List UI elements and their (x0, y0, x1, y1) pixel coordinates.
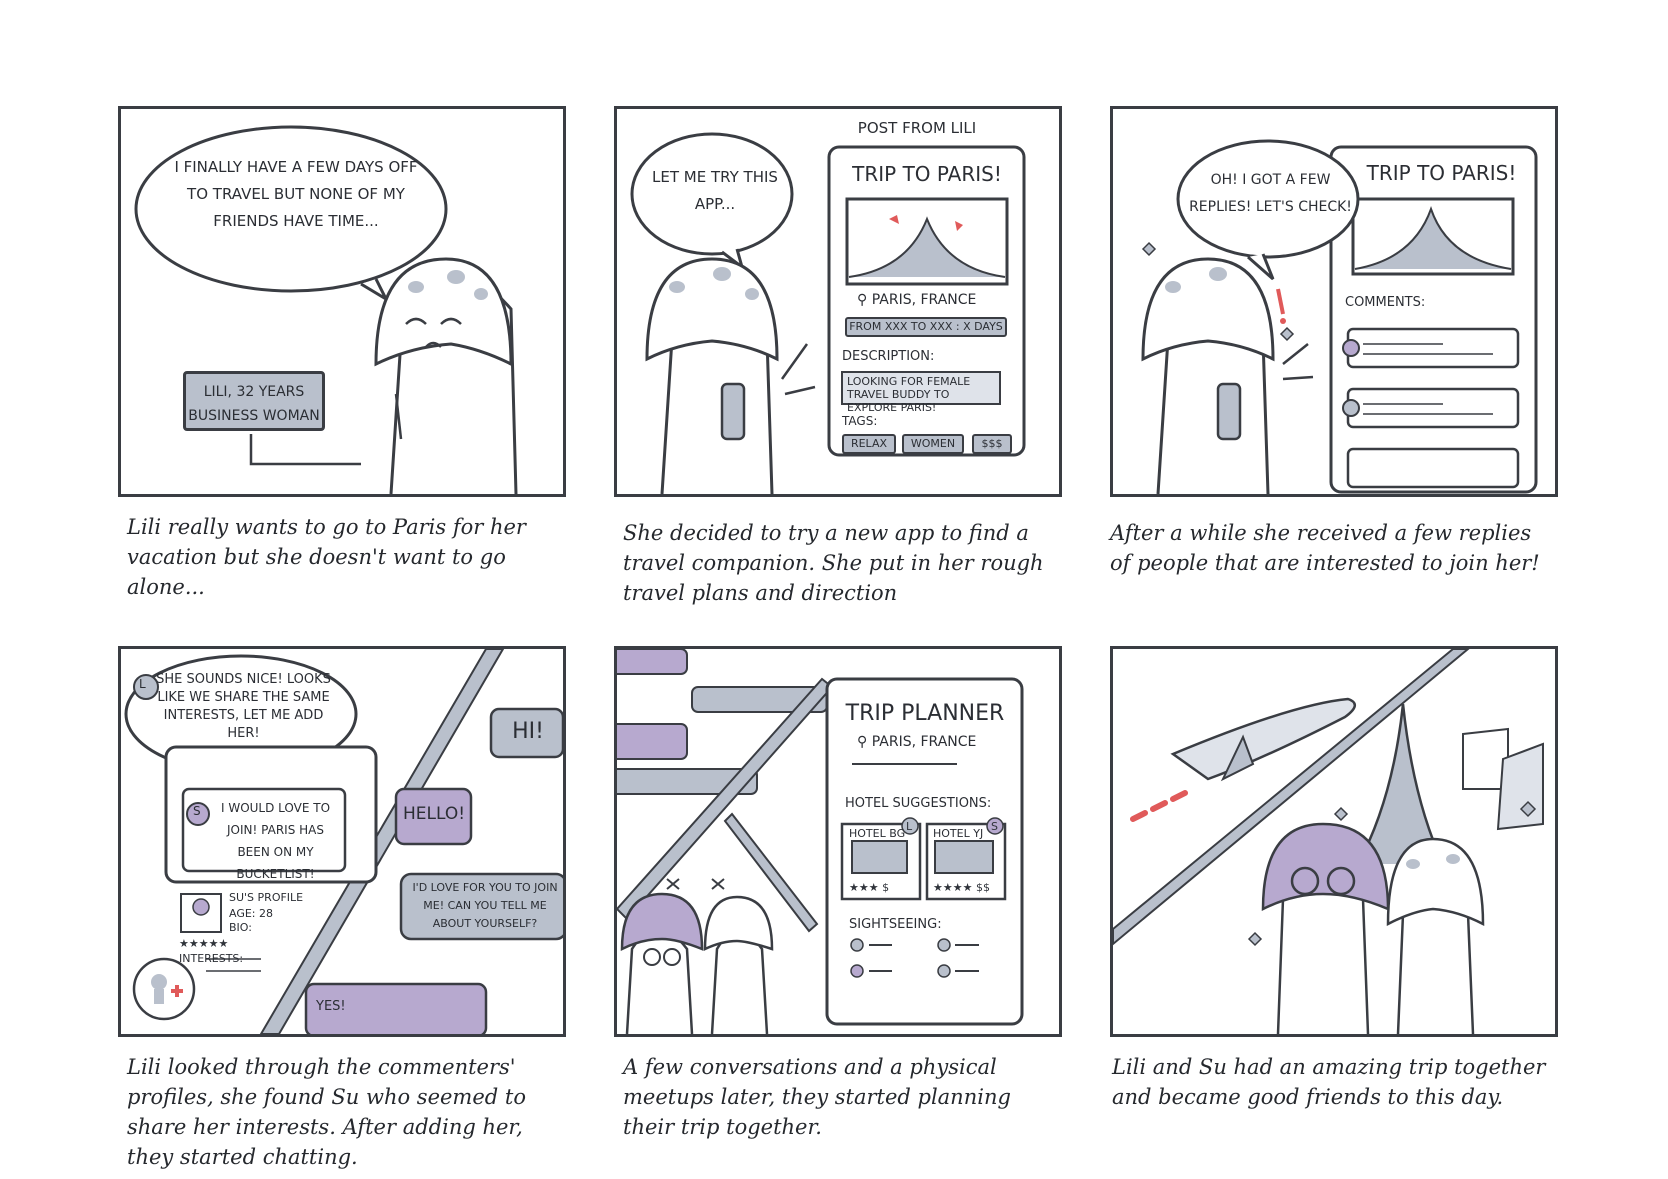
profile-title: Su's profile (229, 891, 304, 904)
panel-6 (1110, 646, 1558, 1037)
interests-label: Interests: (179, 952, 244, 965)
speech-bubble: I finally have a few days off to travel … (174, 158, 418, 230)
caption-5: A few conversations and a physical meetu… (623, 1055, 1011, 1139)
panel-5-drawing (617, 649, 1024, 1034)
caption-4: Lili looked through the commenters' prof… (127, 1055, 526, 1169)
caption-1: Lili really wants to go to Paris for her… (127, 515, 526, 599)
post-header: Post from Lili (857, 119, 977, 137)
chat-message-hi: Hi! (512, 719, 544, 744)
panel-4: She sounds nice! Looks like we share the… (118, 646, 566, 1037)
comment-text: I would love to join! Paris has been on … (220, 801, 331, 881)
hotel-rating-bg: ★★★ $ (849, 881, 890, 894)
panel-3: Oh! I got a few replies! Let's check! Tr… (1110, 106, 1558, 497)
panel-6-drawing (1113, 649, 1544, 1034)
sightseeing-label: Sightseeing: (849, 917, 942, 932)
hotel-name-yj: Hotel YJ (933, 827, 984, 840)
panel-1: I finally have a few days off to travel … (118, 106, 566, 497)
hotel-badge-s: S (991, 820, 998, 833)
planner-title: Trip Planner (845, 701, 1005, 726)
speech-bubble: Let me try this app... (652, 168, 778, 213)
location-text: Paris, France (871, 292, 977, 308)
dates-field: From xxx to xxx : x days (845, 317, 1007, 337)
profile-age: Age: 28 (229, 907, 274, 920)
tag-relax: Relax (842, 434, 896, 454)
map-pin-icon: ⚲ (857, 734, 872, 750)
tag-women: Women (902, 434, 964, 454)
chat-message-join: I'd love for you to join me! Can you tel… (412, 881, 558, 930)
bubble-avatar-l: L (139, 677, 146, 691)
location: ⚲ Paris, France (857, 292, 976, 308)
description-field: Looking for female travel buddy to explo… (841, 371, 1001, 414)
panel-2: Let me try this app... Post from Lili Tr… (614, 106, 1062, 497)
panel-5: Trip Planner ⚲ Paris, France Hotel sugge… (614, 646, 1062, 1037)
map-pin-icon: ⚲ (857, 292, 872, 308)
caption-3: After a while she received a few replies… (1110, 521, 1540, 575)
post-title: Trip to Paris! (852, 162, 1002, 186)
panel-3-drawing (1141, 139, 1538, 494)
comments-label: Comments: (1345, 295, 1426, 310)
chat-message-yes: Yes! (316, 999, 346, 1014)
description-label: Description: (842, 349, 935, 364)
post-title: Trip to Paris! (1366, 161, 1517, 185)
hotel-rating-yj: ★★★★ $$ (933, 881, 990, 894)
panel-4-drawing (124, 649, 563, 1034)
comment-avatar-s: S (193, 804, 201, 818)
tag-price: $$$ (972, 434, 1012, 454)
speech-bubble: Oh! I got a few replies! Let's check! (1189, 172, 1352, 215)
location: ⚲ Paris, France (857, 734, 976, 750)
caption-6: Lili and Su had an amazing trip together… (1112, 1055, 1546, 1109)
character-label: Lili, 32 years Business Woman (183, 371, 325, 431)
panel-1-drawing (134, 125, 518, 494)
hotel-suggestions-label: Hotel suggestions: (845, 796, 992, 811)
hotel-name-bg: Hotel BG (849, 827, 906, 840)
tags-label: Tags: (842, 414, 878, 428)
profile-stars: ★★★★★ (179, 937, 229, 950)
chat-message-hello: Hello! (402, 804, 466, 824)
location-text: Paris, France (871, 734, 977, 750)
hotel-badge-l: L (906, 820, 913, 833)
speech-bubble: She sounds nice! Looks like we share the… (156, 672, 331, 741)
profile-bio: Bio: (229, 921, 252, 934)
caption-2: She decided to try a new app to find a t… (623, 521, 1044, 605)
